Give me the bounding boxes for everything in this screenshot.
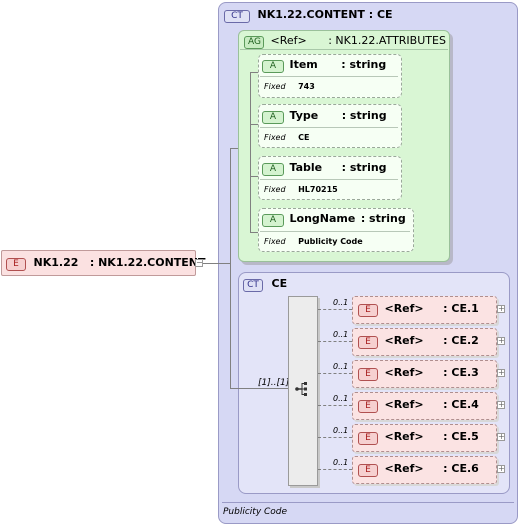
multiplicity-label: 0..1 (333, 298, 349, 307)
element-ref: <Ref> (384, 462, 424, 475)
attribute-name: Type (289, 109, 319, 122)
element-badge: E (358, 368, 378, 381)
ce-type-title: CE (271, 277, 288, 290)
fixed-value: HL70215 (298, 185, 338, 194)
element-type: : CE.2 (443, 334, 479, 347)
attribute-group-type: : NK1.22.ATTRIBUTES (328, 34, 446, 47)
attribute-group-ref: <Ref> (270, 34, 307, 47)
expand-toggle[interactable]: + (497, 336, 505, 345)
attribute-badge: A (262, 163, 284, 176)
element-ref: <Ref> (384, 398, 424, 411)
attribute-type: : string (341, 109, 387, 122)
fixed-label: Fixed (264, 237, 286, 246)
fixed-value: Publicity Code (298, 237, 363, 246)
attribute-longname[interactable] (258, 208, 414, 252)
element-ref: <Ref> (384, 430, 424, 443)
attribute-type: : string (341, 58, 387, 71)
expand-toggle[interactable]: + (497, 304, 505, 313)
attribute-group-header: AG <Ref> : NK1.22.ATTRIBUTES (244, 34, 446, 49)
attribute-type: : string (360, 212, 406, 225)
element-type: : CE.5 (443, 430, 479, 443)
expand-toggle[interactable]: + (497, 432, 505, 441)
sequence-icon (295, 382, 307, 396)
multiplicity-label: 0..1 (333, 330, 349, 339)
sequence-compositor[interactable] (288, 296, 318, 486)
fixed-label: Fixed (264, 82, 286, 91)
attribute-name: Item (289, 58, 318, 71)
multiplicity-label: 0..1 (333, 362, 349, 371)
root-element-badge: E (6, 258, 26, 271)
root-element-type: : NK1.22.CONTENT (89, 256, 206, 269)
ce-element[interactable] (352, 328, 497, 356)
sequence-multiplicity: [1]..[1] (258, 378, 290, 388)
element-badge: E (358, 336, 378, 349)
expand-toggle[interactable]: + (497, 400, 505, 409)
attribute-badge: A (262, 214, 284, 227)
ce-type-header: CT CE (243, 277, 287, 292)
element-badge: E (358, 432, 378, 445)
attribute-name: LongName (289, 212, 356, 225)
expand-toggle[interactable]: + (497, 368, 505, 377)
element-ref: <Ref> (384, 302, 424, 315)
element-type: : CE.1 (443, 302, 479, 315)
fixed-label: Fixed (264, 185, 286, 194)
element-ref: <Ref> (384, 334, 424, 347)
element-badge: E (358, 464, 378, 477)
attribute-name: Table (289, 161, 323, 174)
element-type: : CE.6 (443, 462, 479, 475)
attribute-badge: A (262, 60, 284, 73)
fixed-value: CE (298, 133, 310, 142)
ce-type-badge: CT (243, 279, 263, 292)
multiplicity-label: 0..1 (333, 394, 349, 403)
content-type-badge: CT (224, 10, 250, 23)
element-badge: E (358, 304, 378, 317)
root-element[interactable] (1, 250, 196, 276)
attribute-badge: A (262, 111, 284, 124)
multiplicity-label: 0..1 (333, 458, 349, 467)
fixed-value: 743 (298, 82, 315, 91)
element-type: : CE.3 (443, 366, 479, 379)
content-type-header: CT NK1.22.CONTENT : CE (224, 8, 393, 23)
content-type-title: NK1.22.CONTENT : CE (257, 8, 393, 21)
element-badge: E (358, 400, 378, 413)
element-ref: <Ref> (384, 366, 424, 379)
attribute-type: : string (341, 161, 387, 174)
documentation-text: Publicity Code (223, 507, 288, 517)
multiplicity-label: 0..1 (333, 426, 349, 435)
attribute-group-badge: AG (244, 36, 264, 49)
fixed-label: Fixed (264, 133, 286, 142)
collapse-toggle[interactable]: − (195, 258, 203, 267)
root-element-name: NK1.22 (33, 256, 79, 269)
element-type: : CE.4 (443, 398, 479, 411)
expand-toggle[interactable]: + (497, 464, 505, 473)
